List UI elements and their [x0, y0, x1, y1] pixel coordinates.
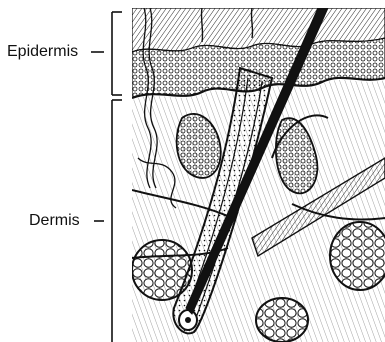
dermis-bracket — [94, 100, 122, 342]
hair-follicle-illustration — [132, 8, 385, 342]
epidermis-bracket — [91, 12, 122, 95]
